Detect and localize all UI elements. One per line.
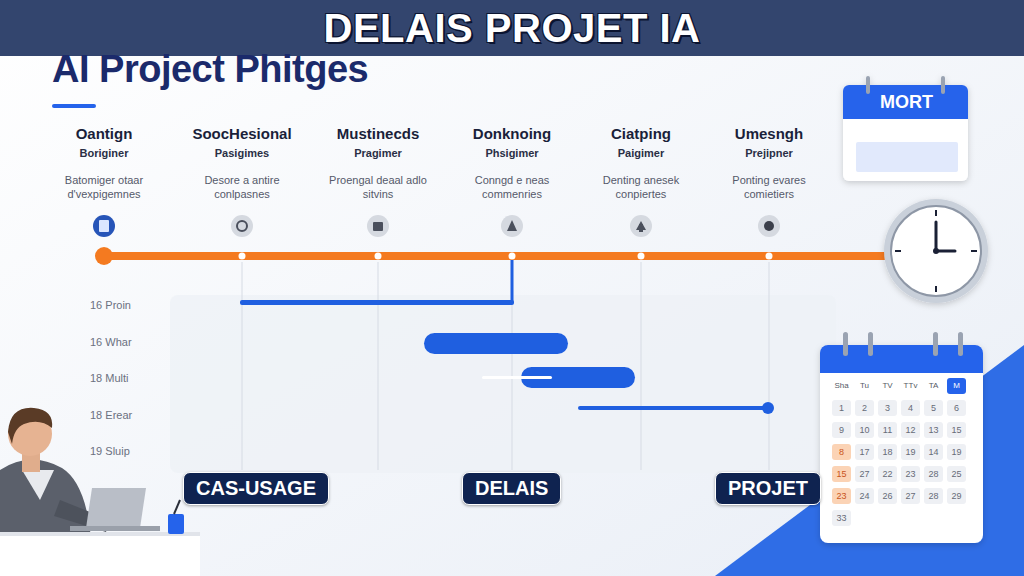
node-text: DELAIS (475, 477, 548, 500)
timeline-bar (104, 252, 904, 260)
tag-pill: CAS-USAGE (183, 472, 329, 505)
calendar-day: 15 (832, 466, 851, 482)
phase-title: Mustinecds (303, 125, 453, 142)
calendar-day: 13 (924, 422, 943, 438)
row-label: 18 Erear (90, 409, 132, 421)
top-calendar (843, 76, 968, 181)
phase-description: Proengal deaal adlo sitvins (317, 173, 439, 201)
milestone-icons (93, 215, 780, 237)
phase-subtitle: Pragimer (303, 147, 453, 159)
calendar-day: 3 (878, 400, 897, 416)
phase-title: Oantign (29, 125, 179, 142)
calendar-day: 28 (924, 466, 943, 482)
phase-title: Umesngh (694, 125, 844, 142)
row-label: 16 Proin (90, 299, 131, 311)
tag-pill: PROJET (715, 472, 821, 505)
weekday-label: TTv (901, 378, 920, 394)
calendar-day: 15 (947, 422, 966, 438)
calendar-day: 18 (878, 444, 897, 460)
gantt-bars (240, 260, 774, 414)
phase-title: SoocHesional (167, 125, 317, 142)
grid-lines (242, 262, 769, 470)
weekday-label: M (947, 378, 966, 394)
calendar-day: 26 (878, 488, 897, 504)
calendar-day: 23 (832, 488, 851, 504)
phase-description: Conngd e neas commenries (451, 173, 573, 201)
phase-description: Batomiger otaar d'vexpigemnes (43, 173, 165, 201)
weekday-label: TA (924, 378, 943, 394)
phase-subtitle: Boriginer (29, 147, 179, 159)
timeline-start (95, 247, 113, 265)
calendar-day: 4 (901, 400, 920, 416)
phase-subtitle: Pasigimes (167, 147, 317, 159)
timeline-dots (239, 253, 773, 260)
calendar-day: 23 (901, 466, 920, 482)
node-text: PROJET (728, 477, 808, 500)
calendar-day: 12 (901, 422, 920, 438)
calendar-day: 33 (832, 510, 851, 526)
calendar-day: 10 (855, 422, 874, 438)
calendar-day: 24 (855, 488, 874, 504)
heading-underline (52, 104, 96, 108)
node-text: CAS-USAGE (196, 477, 316, 500)
gantt-panel (170, 295, 836, 473)
calendar-day: 19 (947, 444, 966, 460)
calendar-day: 19 (901, 444, 920, 460)
phase-subtitle: Phsigimer (437, 147, 587, 159)
phase-description: Desore a antire conlpasnes (181, 173, 303, 201)
calendar-day: 27 (901, 488, 920, 504)
calendar-day: 29 (947, 488, 966, 504)
weekday-label: TV (878, 378, 897, 394)
clock (884, 199, 988, 303)
calendar-day: 1 (832, 400, 851, 416)
person-at-desk (0, 408, 200, 576)
calendar-day: 28 (924, 488, 943, 504)
row-label: 18 Multi (90, 372, 129, 384)
page-heading: AI Project Phitges (52, 48, 368, 91)
calendar-day: 9 (832, 422, 851, 438)
phase-subtitle: Paigimer (566, 147, 716, 159)
calendar-day: 25 (947, 466, 966, 482)
wall-calendar (820, 332, 983, 543)
banner-title: DELAIS PROJET IA (0, 0, 1024, 56)
row-label: 16 Whar (90, 336, 132, 348)
calendar-day: 14 (924, 444, 943, 460)
calendar-header: MORT (870, 86, 943, 119)
calendar-day: 11 (878, 422, 897, 438)
phase-title: Ciatping (566, 125, 716, 142)
calendar-day: 22 (878, 466, 897, 482)
calendar-day: 2 (855, 400, 874, 416)
tag-pill: DELAIS (462, 472, 561, 505)
phase-description: Ponting evares comietiers (708, 173, 830, 201)
weekday-label: Sha (832, 378, 851, 394)
calendar-day: 5 (924, 400, 943, 416)
calendar-day: 17 (855, 444, 874, 460)
phase-description: Denting anesek conpiertes (580, 173, 702, 201)
calendar-day: 27 (855, 466, 874, 482)
calendar-day: 8 (832, 444, 851, 460)
row-label: 19 Sluip (90, 445, 130, 457)
calendar-day: 6 (947, 400, 966, 416)
node-text: MORT (880, 92, 933, 113)
phase-subtitle: Prejipner (694, 147, 844, 159)
phase-title: Donknoing (437, 125, 587, 142)
title-band (0, 0, 1024, 56)
weekday-label: Tu (855, 378, 874, 394)
